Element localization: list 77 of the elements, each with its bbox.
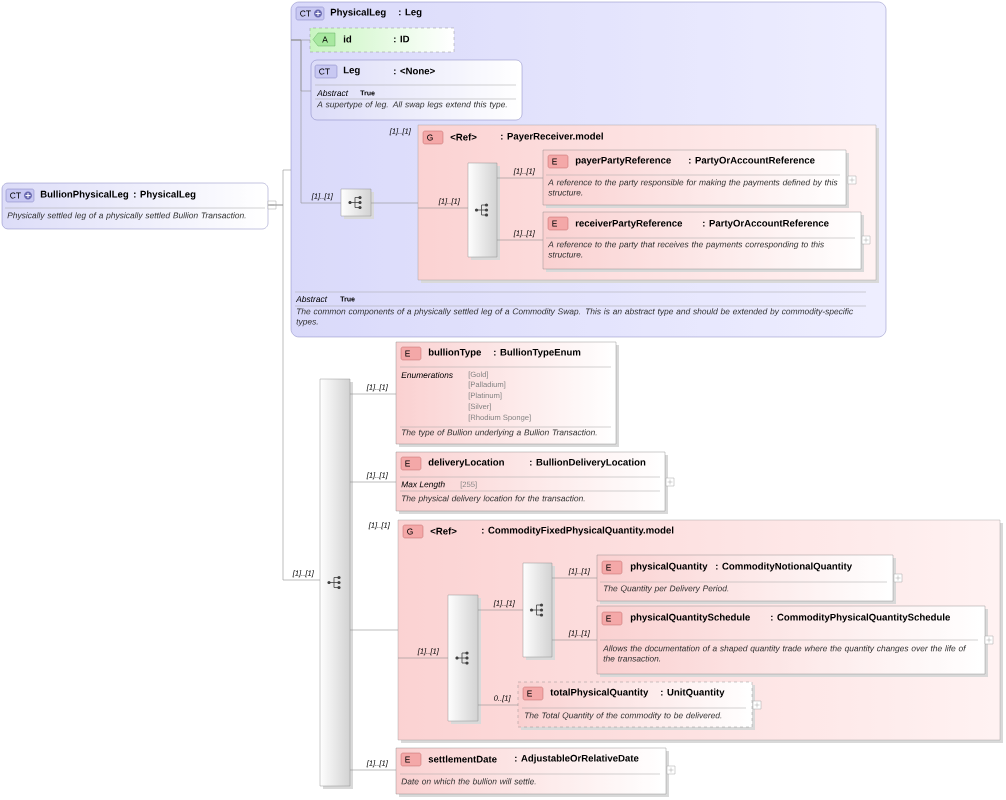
connector-line <box>477 704 519 706</box>
element-name: bullionType <box>428 348 482 358</box>
badge: E <box>547 216 569 231</box>
badge: A <box>312 32 336 47</box>
element-name: PhysicalLeg <box>330 8 386 18</box>
connector-line <box>417 207 469 209</box>
compositor-box <box>319 378 353 789</box>
element-name: id <box>343 35 352 43</box>
connector-line <box>290 39 342 204</box>
connector-line <box>551 577 598 579</box>
type-name: : CommodityNotionalQuantity <box>716 562 853 572</box>
element-name: physicalQuantitySchedule <box>630 613 750 623</box>
badge: G <box>422 130 444 145</box>
type-name: : PartyOrAccountReference <box>689 156 815 166</box>
description: The physical delivery location for the transaction. <box>401 495 585 504</box>
badge: E <box>601 560 623 575</box>
connector-line <box>477 609 524 611</box>
type-name: : BullionDeliveryLocation <box>530 458 646 468</box>
description: The Total Quantity of the commodity to be delivered. <box>524 712 722 721</box>
badge: E <box>547 154 569 169</box>
connector-line <box>496 239 544 241</box>
element-name: deliveryLocation <box>428 458 504 468</box>
connector-line <box>496 177 544 179</box>
type-name: : <None> <box>394 67 435 75</box>
element-name: BullionPhysicalLeg <box>40 190 129 200</box>
element-name: receiverPartyReference <box>575 219 683 229</box>
badge: E <box>400 752 422 767</box>
badge: CT <box>5 188 35 203</box>
facet-label: Abstract <box>295 295 328 303</box>
compositor-box <box>447 594 481 724</box>
type-name: : PhysicalLeg <box>134 190 196 200</box>
type-name: : CommodityFixedPhysicalQuantity.model <box>482 526 674 536</box>
compositor-box <box>340 188 374 219</box>
type-name: : UnitQuantity <box>661 688 725 698</box>
description: The common components of a physically settled leg of a Commodity Swap. This is an abstract type and should be extended by commodity-specific types. <box>296 308 853 327</box>
connector-line <box>349 769 397 771</box>
badge: G <box>402 524 424 539</box>
type-name: : CommodityPhysicalQuantitySchedule <box>771 613 950 623</box>
description: The Quantity per Delivery Period. <box>603 585 729 594</box>
description: A reference to the party responsible for making the payments defined by this structure. <box>547 179 838 196</box>
connector-line <box>349 481 397 483</box>
badge: CT <box>314 64 338 79</box>
badge: E <box>400 346 422 361</box>
facet-label: Abstract <box>316 89 349 97</box>
compositor-box <box>467 162 500 260</box>
description: A reference to the party that receives the payments corresponding to this structure. <box>547 241 824 258</box>
connector-line <box>397 657 449 659</box>
description: Date on which the bullion will settle. <box>401 778 536 785</box>
type-name: : PartyOrAccountReference <box>703 219 829 229</box>
type-name: : AdjustableOrRelativeDate <box>515 754 639 764</box>
connector-line <box>267 204 321 581</box>
element-name: <Ref> <box>450 133 477 141</box>
element-name: settlementDate <box>428 755 497 763</box>
connector-line <box>349 629 399 631</box>
description: Allows the documentation of a shaped quantity trade where the quantity changes over the life of the transaction. <box>602 645 967 662</box>
element-name: Leg <box>343 66 360 76</box>
connector-line <box>349 393 397 395</box>
element-name: <Ref> <box>430 527 457 535</box>
type-name: : ID <box>394 35 410 43</box>
element-name: physicalQuantity <box>630 562 708 572</box>
type-name: : PayerReceiver.model <box>501 132 603 142</box>
facet-label: Enumerations <box>401 371 453 379</box>
element-name: totalPhysicalQuantity <box>550 688 649 698</box>
type-name: : BullionTypeEnum <box>494 348 581 358</box>
type-name: : Leg <box>399 8 422 18</box>
element-name: payerPartyReference <box>575 156 671 166</box>
description: Physically settled leg of a physically settled Bullion Transaction. <box>7 212 246 221</box>
connector-line <box>551 639 598 641</box>
badge: E <box>522 686 544 701</box>
badge: E <box>601 611 623 626</box>
connector-line <box>370 202 419 204</box>
description: The type of Bullion underlying a Bullion Transaction. <box>401 429 597 438</box>
facet-label: Max Length <box>401 481 445 489</box>
badge: E <box>400 456 422 471</box>
compositor-box <box>522 562 555 660</box>
badge: CT <box>295 6 325 21</box>
description: A supertype of leg. All swap legs extend this type. <box>316 101 507 110</box>
